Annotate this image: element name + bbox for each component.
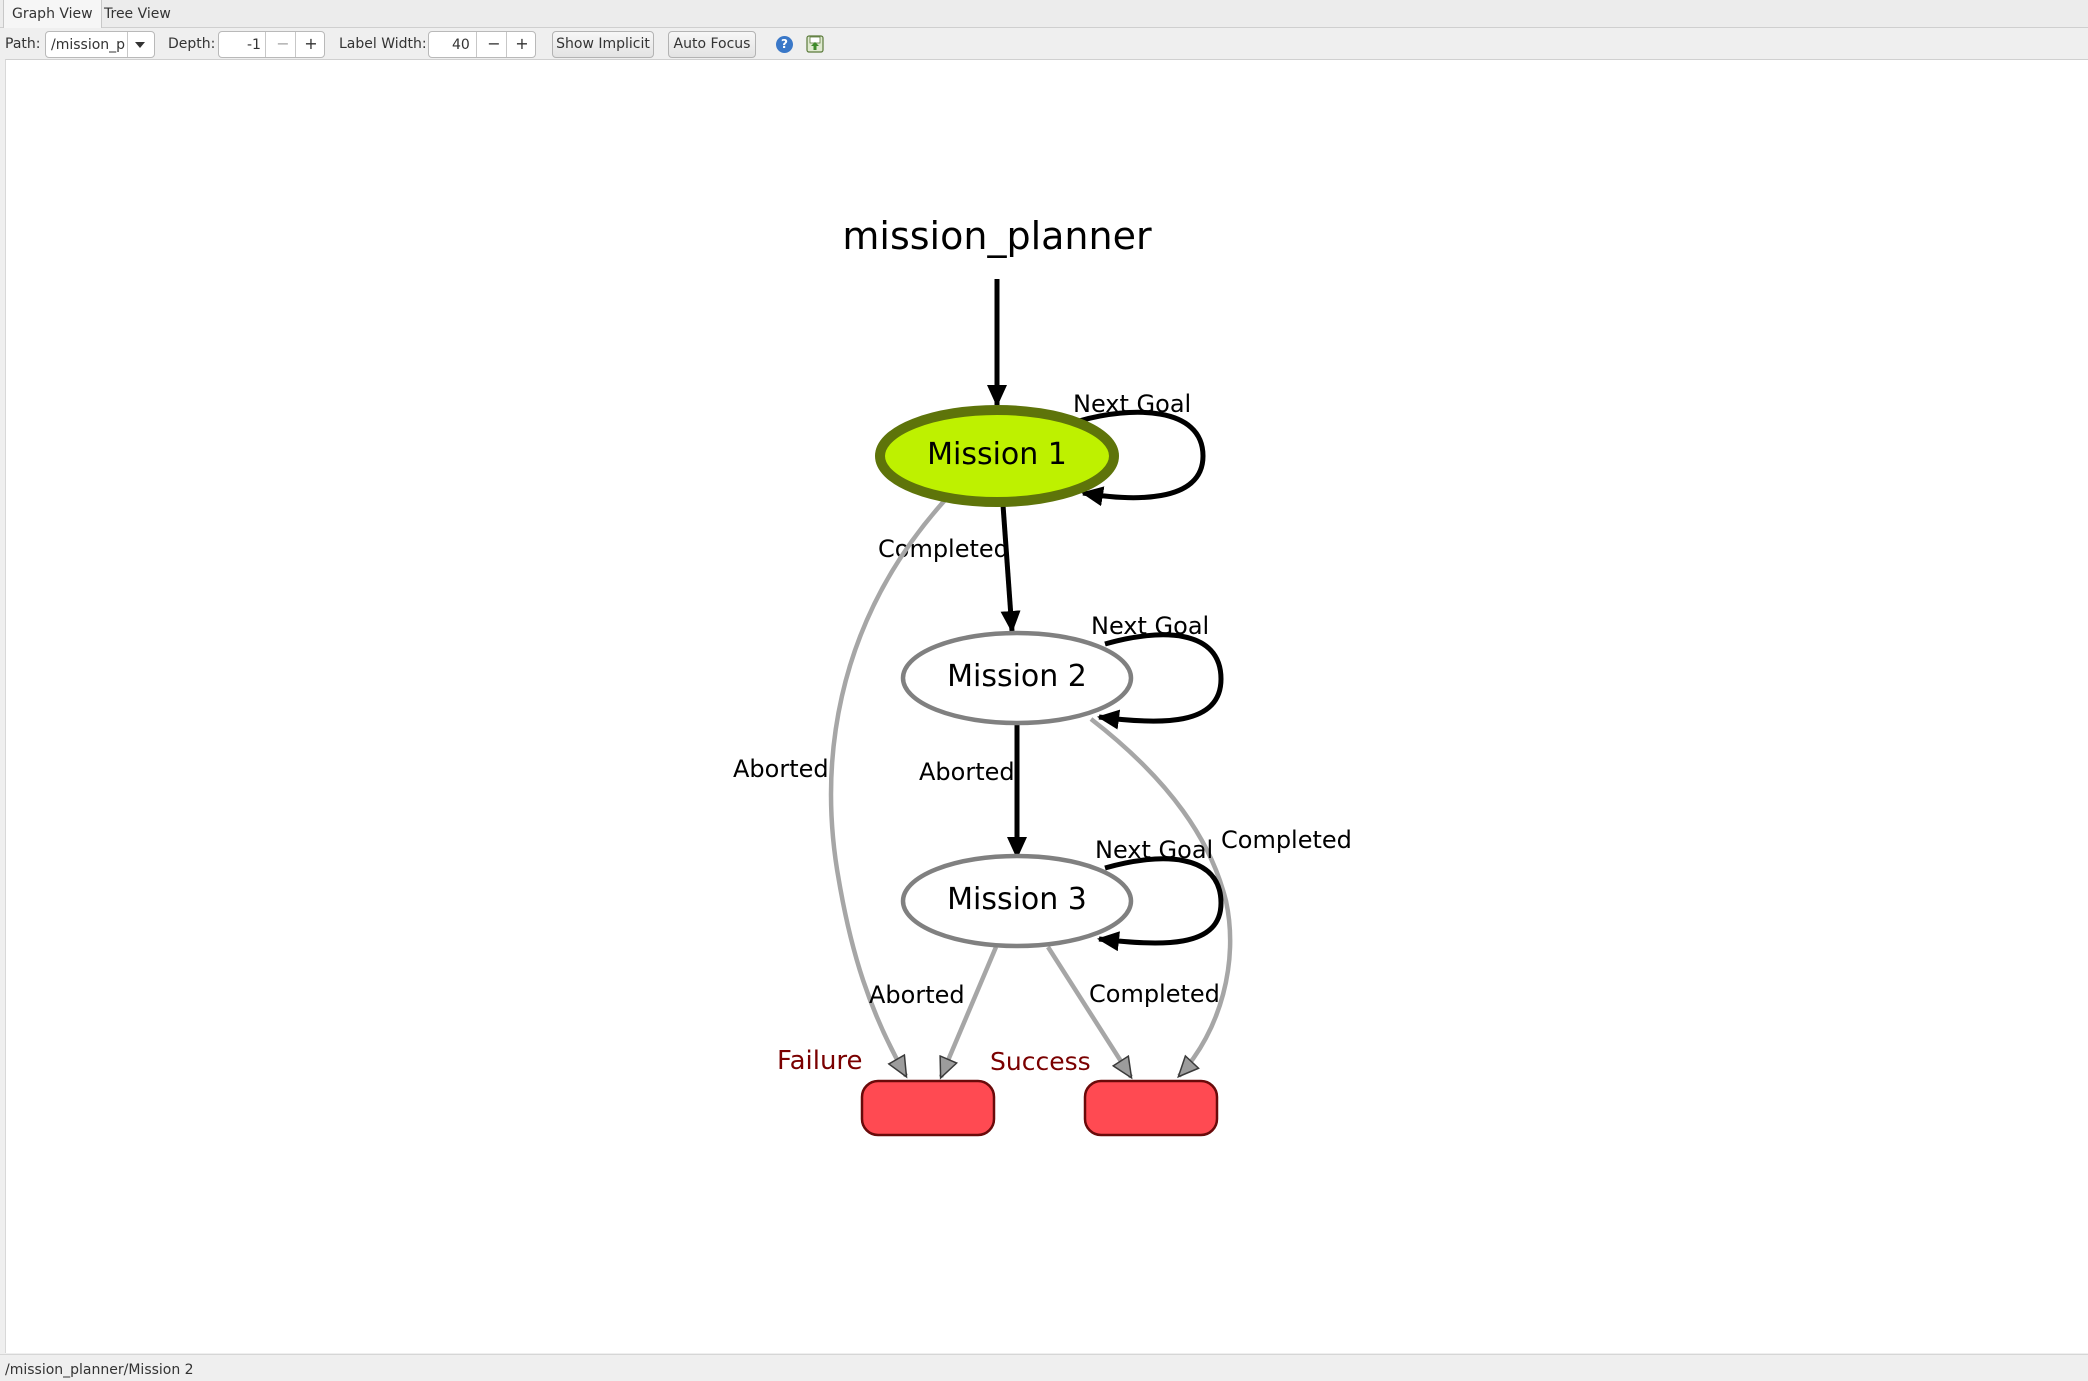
edge-mission-3-next-goal — [1097, 856, 1224, 952]
path-label: Path: — [5, 36, 41, 52]
edge-mission-3-completed — [1046, 945, 1133, 1077]
outcome-failure-label: Failure — [777, 1046, 863, 1076]
auto-focus-button[interactable]: Auto Focus — [668, 31, 756, 58]
show-implicit-button[interactable]: Show Implicit — [552, 31, 654, 58]
save-icon[interactable] — [806, 35, 824, 53]
edge-mission-1-next-goal — [1078, 409, 1206, 507]
state-mission-3[interactable]: Mission 3 — [900, 853, 1134, 949]
edge-label-mission-2-completed: Completed — [1221, 826, 1352, 854]
outcome-success[interactable]: Success — [990, 1047, 1219, 1137]
edge-label-mission-2-next-goal: Next Goal — [1091, 612, 1209, 640]
edge-label-mission-3-completed: Completed — [1089, 980, 1220, 1008]
state-machine-title: mission_planner — [842, 214, 1152, 258]
tab-bar: Graph View Tree View — [0, 0, 2088, 28]
toolbar: Path: /mission_p Depth: -1 − + Label Wid… — [0, 28, 2088, 60]
label-width-spinbox[interactable]: 40 − + — [428, 31, 536, 58]
label-width-decrement-button[interactable]: − — [487, 34, 501, 53]
tab-tree-view[interactable]: Tree View — [104, 6, 171, 22]
tab-graph-view[interactable]: Graph View — [3, 0, 102, 28]
path-combobox[interactable]: /mission_p — [45, 31, 155, 58]
state-mission-1-label: Mission 1 — [927, 437, 1067, 472]
outcome-success-label: Success — [990, 1047, 1091, 1076]
depth-value: -1 — [247, 37, 261, 53]
edge-label-mission-2-aborted: Aborted — [919, 758, 1015, 786]
edge-mission-2-next-goal — [1097, 632, 1224, 730]
state-mission-1[interactable]: Mission 1 — [875, 405, 1119, 507]
depth-label: Depth: — [168, 36, 216, 52]
label-width-value: 40 — [452, 37, 470, 53]
dropdown-arrow-icon[interactable] — [134, 41, 146, 49]
status-bar: /mission_planner/Mission 2 — [0, 1354, 2088, 1380]
depth-spinbox[interactable]: -1 − + — [218, 31, 325, 58]
graph-canvas[interactable]: mission_planner Completed Aborted Next G… — [5, 59, 2088, 1353]
state-mission-2[interactable]: Mission 2 — [900, 630, 1134, 726]
depth-increment-button[interactable]: + — [304, 34, 318, 53]
help-icon[interactable]: ? — [776, 36, 793, 53]
edge-label-mission-3-next-goal: Next Goal — [1095, 836, 1213, 864]
depth-decrement-button[interactable]: − — [276, 34, 290, 53]
path-value: /mission_p — [51, 37, 126, 53]
outcome-failure[interactable]: Failure — [777, 1046, 996, 1137]
edge-mission-1-completed — [1000, 504, 1021, 633]
edge-mission-2-completed — [1089, 717, 1233, 1076]
state-mission-2-label: Mission 2 — [947, 659, 1087, 694]
edge-mission-1-aborted — [828, 497, 948, 1076]
label-width-label: Label Width: — [339, 36, 427, 52]
edge-mission-3-aborted — [938, 946, 999, 1077]
status-text: /mission_planner/Mission 2 — [5, 1362, 194, 1378]
edge-label-mission-1-next-goal: Next Goal — [1073, 390, 1191, 418]
edge-label-mission-1-aborted: Aborted — [733, 755, 829, 783]
edge-label-mission-3-aborted: Aborted — [869, 981, 965, 1009]
label-width-increment-button[interactable]: + — [515, 34, 529, 53]
state-mission-3-label: Mission 3 — [947, 882, 1087, 917]
